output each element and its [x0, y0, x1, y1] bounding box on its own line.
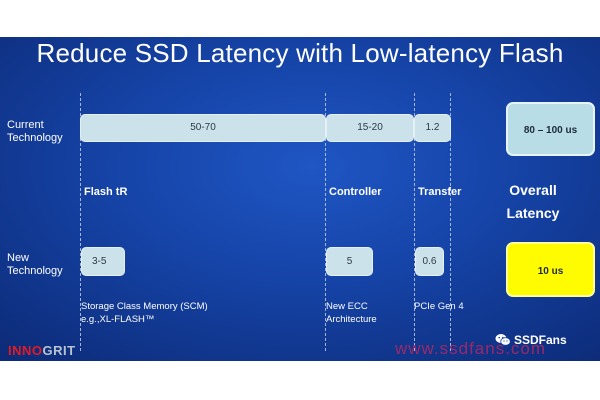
current-transfer-bar: 1.2: [414, 114, 451, 142]
divider-line: [325, 93, 326, 351]
overall-latency-label: Overall Latency: [506, 182, 560, 221]
ssdfans-logo: SSDFans: [495, 333, 567, 347]
row-label-current: Current Technology: [7, 119, 63, 144]
new-flash-bar: 3-5: [81, 247, 125, 276]
overall-current-box: 80 – 100 us: [506, 102, 595, 156]
divider-line: [414, 93, 415, 351]
note-flash: Storage Class Memory (SCM) e.g.,XL-FLASH…: [81, 300, 208, 326]
current-controller-bar: 15-20: [326, 114, 414, 142]
note-transfer: PCIe Gen 4: [414, 301, 464, 312]
divider-line: [450, 93, 451, 351]
note-flash-line2: e.g.,XL-FLASH™: [81, 314, 155, 325]
note-controller-line2: Architecture: [326, 314, 377, 325]
current-flash-bar: 50-70: [80, 114, 326, 142]
slide: Reduce SSD Latency with Low-latency Flas…: [0, 37, 600, 361]
note-flash-line1: Storage Class Memory (SCM): [81, 301, 208, 312]
stage-flash-tr: Flash tR: [84, 186, 128, 198]
note-controller: New ECC Architecture: [326, 300, 377, 326]
new-controller-bar: 5: [326, 247, 373, 276]
wechat-icon: [495, 334, 511, 346]
overall-new-box: 10 us: [506, 242, 595, 297]
note-controller-line1: New ECC: [326, 301, 368, 312]
innogrit-logo: INNOGRIT: [8, 343, 76, 358]
new-transfer-bar: 0.6: [415, 247, 444, 276]
stage-transfer: Transfer: [418, 186, 462, 198]
stage-controller: Controller: [329, 186, 382, 198]
slide-title: Reduce SSD Latency with Low-latency Flas…: [36, 38, 564, 68]
row-label-new: New Technology: [7, 252, 63, 277]
divider-line: [80, 93, 81, 351]
